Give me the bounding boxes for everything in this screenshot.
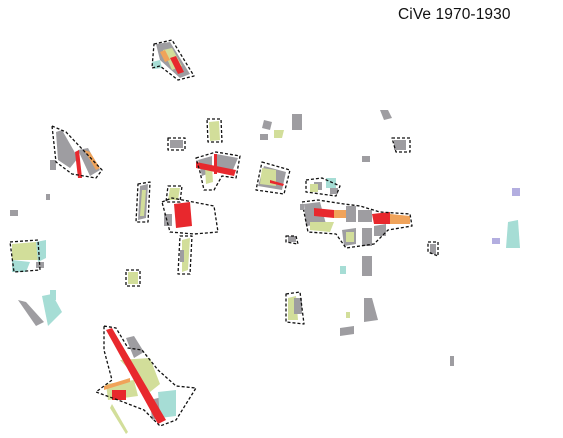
block-far-west <box>9 194 50 273</box>
block-west-diagonal <box>50 125 103 179</box>
block-south-west-small <box>125 235 193 287</box>
block-east-small <box>300 110 439 257</box>
block-central-east <box>255 114 302 195</box>
block-east-main <box>285 177 413 249</box>
block-south-diagonal <box>95 325 197 434</box>
block-central-north <box>167 118 223 151</box>
block-top-north <box>151 39 195 81</box>
block-far-east <box>492 188 520 248</box>
block-central-cross <box>195 151 241 191</box>
block-cyan-west <box>18 290 62 326</box>
block-west-strips <box>135 181 183 223</box>
block-east-south <box>285 256 454 366</box>
map-title: CiVe 1970-1930 <box>398 6 511 23</box>
block-red-plot <box>161 197 219 235</box>
